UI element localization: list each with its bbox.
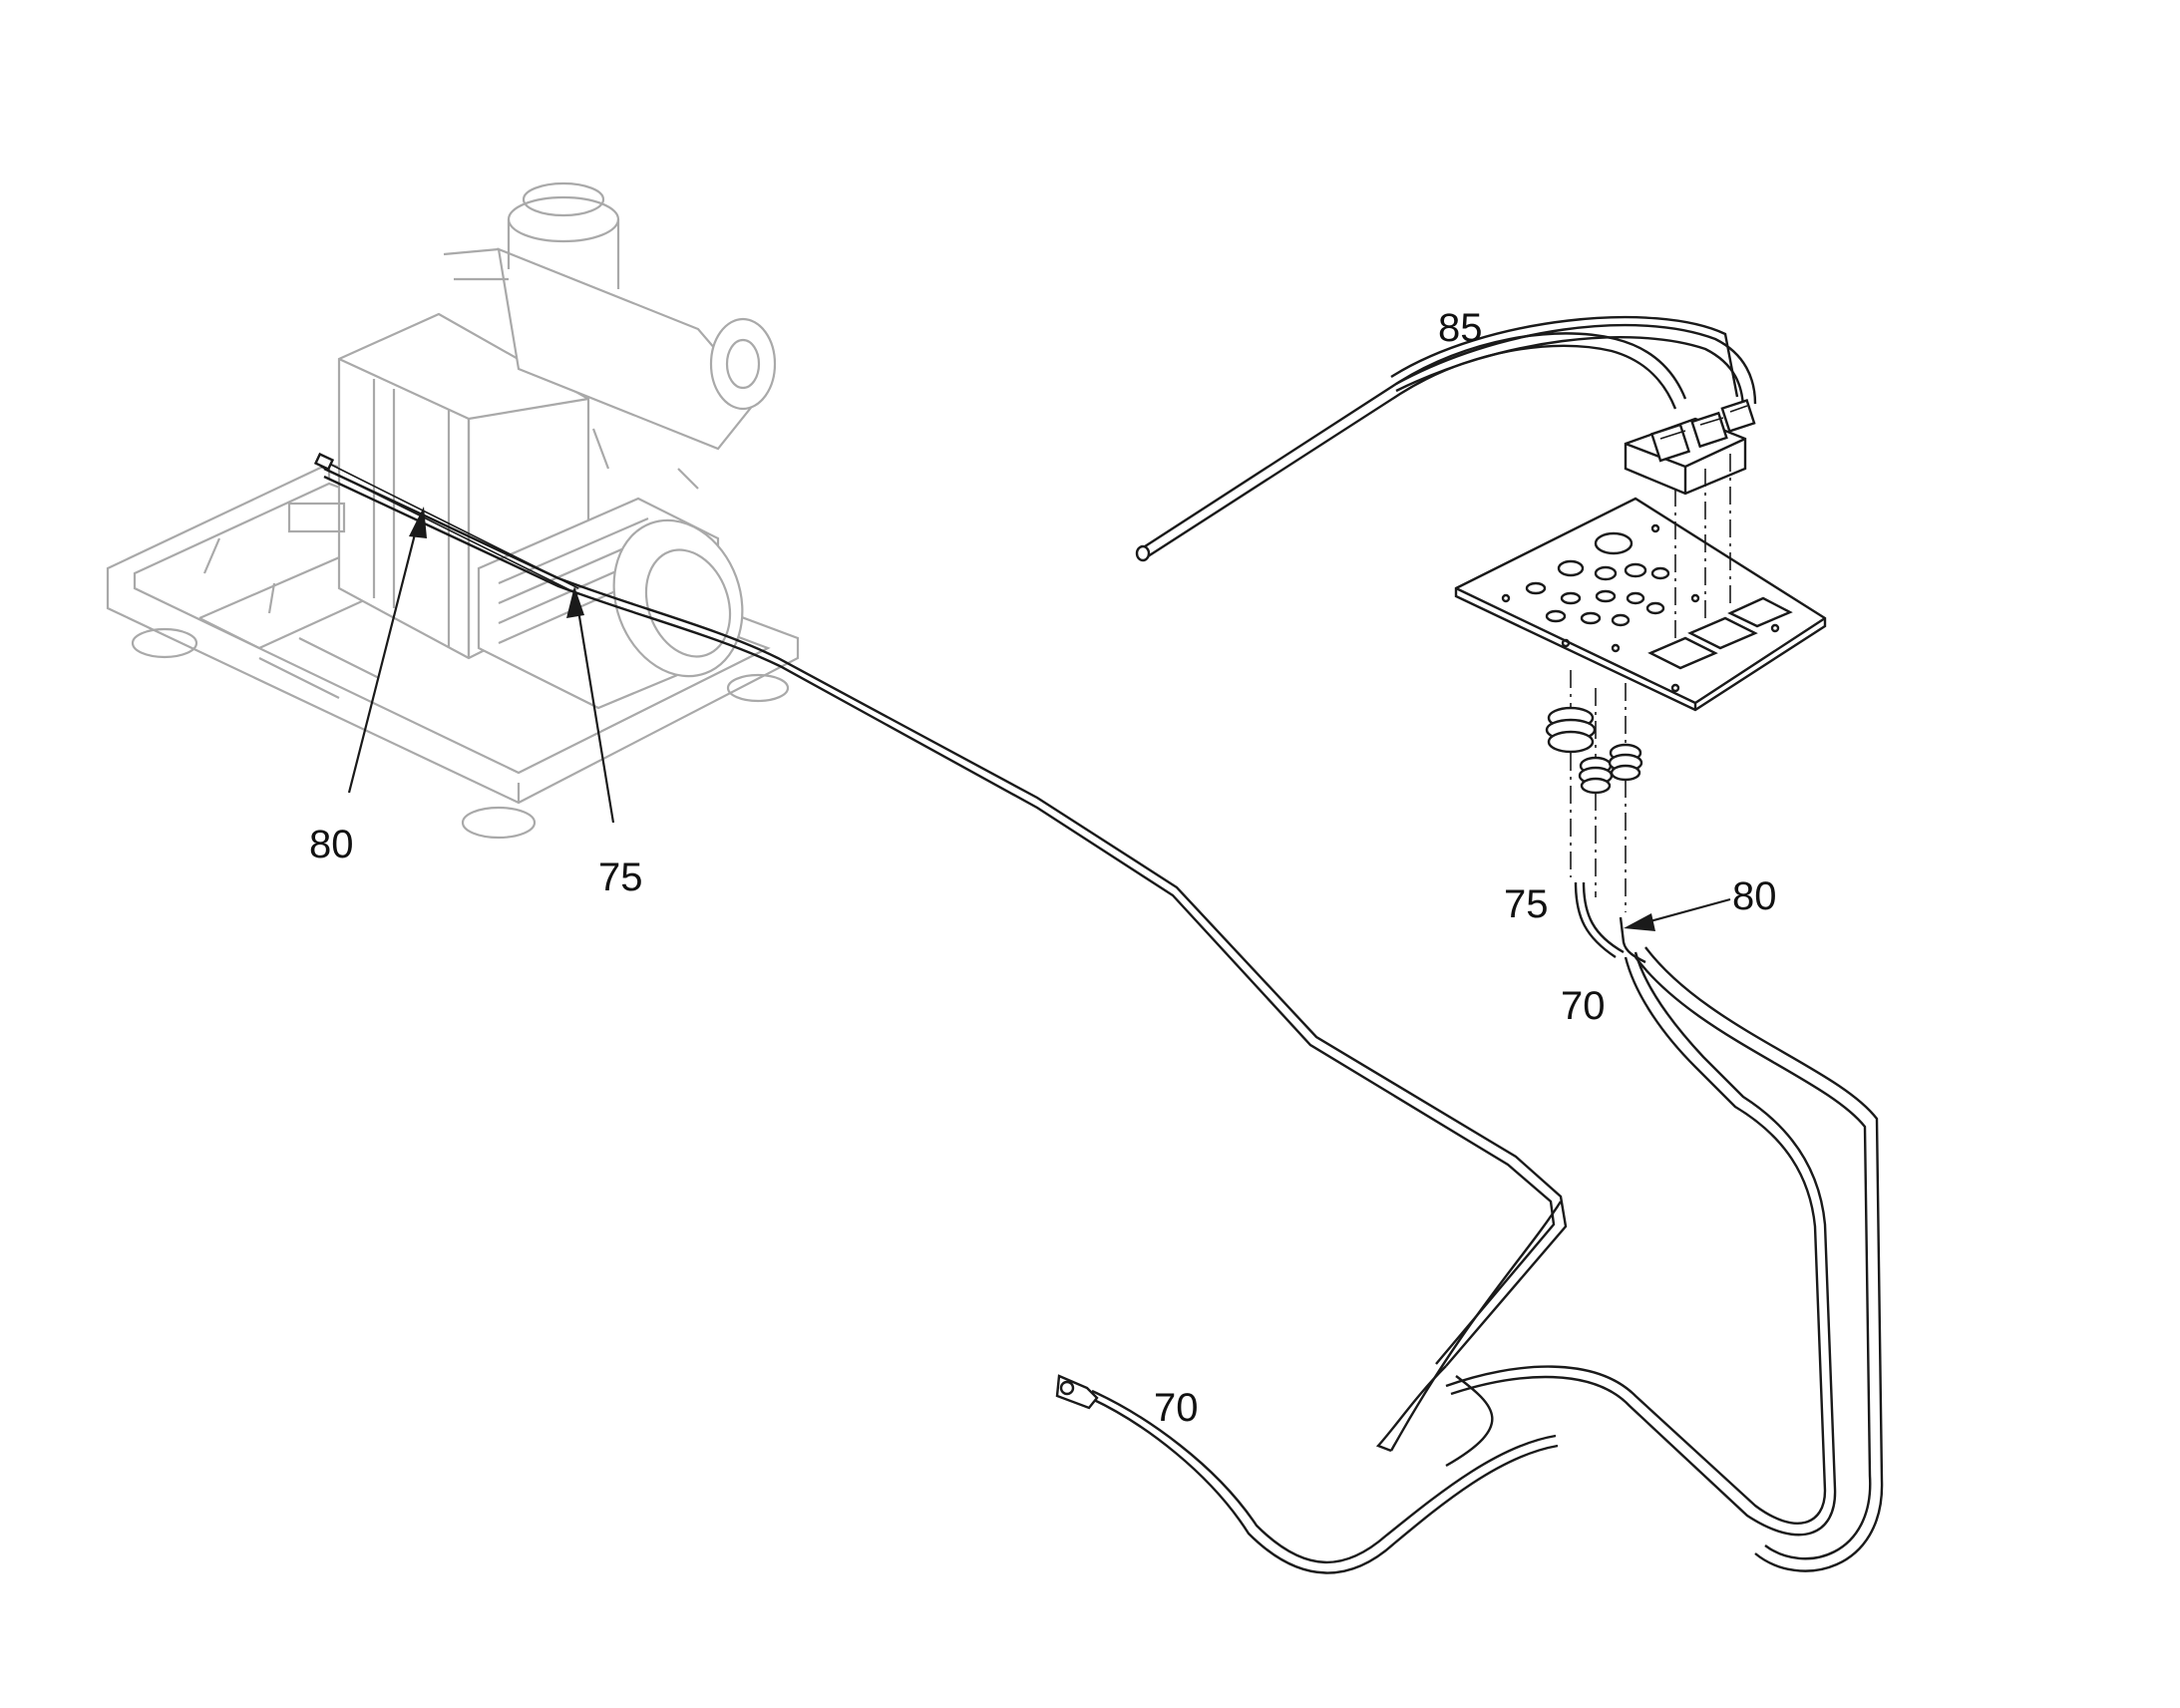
ghost-blower-body	[497, 247, 760, 451]
callout-70-upper: 70	[1561, 984, 1606, 1028]
ring-terminal	[1055, 1374, 1099, 1410]
ghost-filter-end	[709, 317, 777, 411]
callout-70-lower: 70	[1154, 1386, 1199, 1430]
grommet-small-2	[1608, 743, 1643, 782]
callout-80-left: 80	[309, 823, 354, 866]
plate-holes	[1501, 523, 1780, 693]
ghost-bracket	[287, 502, 346, 533]
callout-85: 85	[1438, 306, 1483, 350]
lead-80-right	[1619, 916, 1646, 964]
callout-75-left: 75	[598, 855, 643, 899]
callout-80-right: 80	[1732, 874, 1777, 918]
callouts: 85 80 75 75 80 70 70	[309, 306, 1777, 1430]
skid-frame	[106, 462, 800, 805]
cable-right-outer	[1635, 956, 1872, 1560]
harness-85-conduit	[1141, 332, 1687, 550]
mounting-plate	[1454, 497, 1827, 712]
leader-lines	[347, 507, 1731, 931]
connector-block	[1624, 399, 1756, 496]
cable-main-outer	[323, 467, 1568, 1367]
lead-80-left-end	[313, 452, 335, 472]
plate-cutouts	[1647, 596, 1793, 670]
ghost-machine-assembly	[106, 181, 800, 840]
assembly-centerlines	[1570, 454, 1731, 912]
foot-1	[131, 627, 198, 659]
cable-ground-lead	[1091, 1389, 1557, 1564]
grommets	[1545, 706, 1643, 795]
lead-80-left	[318, 458, 579, 589]
harness-cables	[313, 452, 1884, 1574]
callout-75-right: 75	[1504, 882, 1549, 926]
grommet-large	[1545, 706, 1597, 754]
plate-outline	[1454, 497, 1827, 712]
foot-3	[726, 673, 790, 703]
cable-loop-left	[1389, 1200, 1563, 1452]
foot-2	[461, 806, 537, 840]
cable-main-inner	[323, 475, 1556, 1365]
plug-harness-85	[1135, 316, 1757, 562]
grommet-small-1	[1578, 756, 1614, 795]
lead-75-right	[1574, 881, 1617, 958]
cable-bottom-sweep	[1445, 956, 1827, 1525]
